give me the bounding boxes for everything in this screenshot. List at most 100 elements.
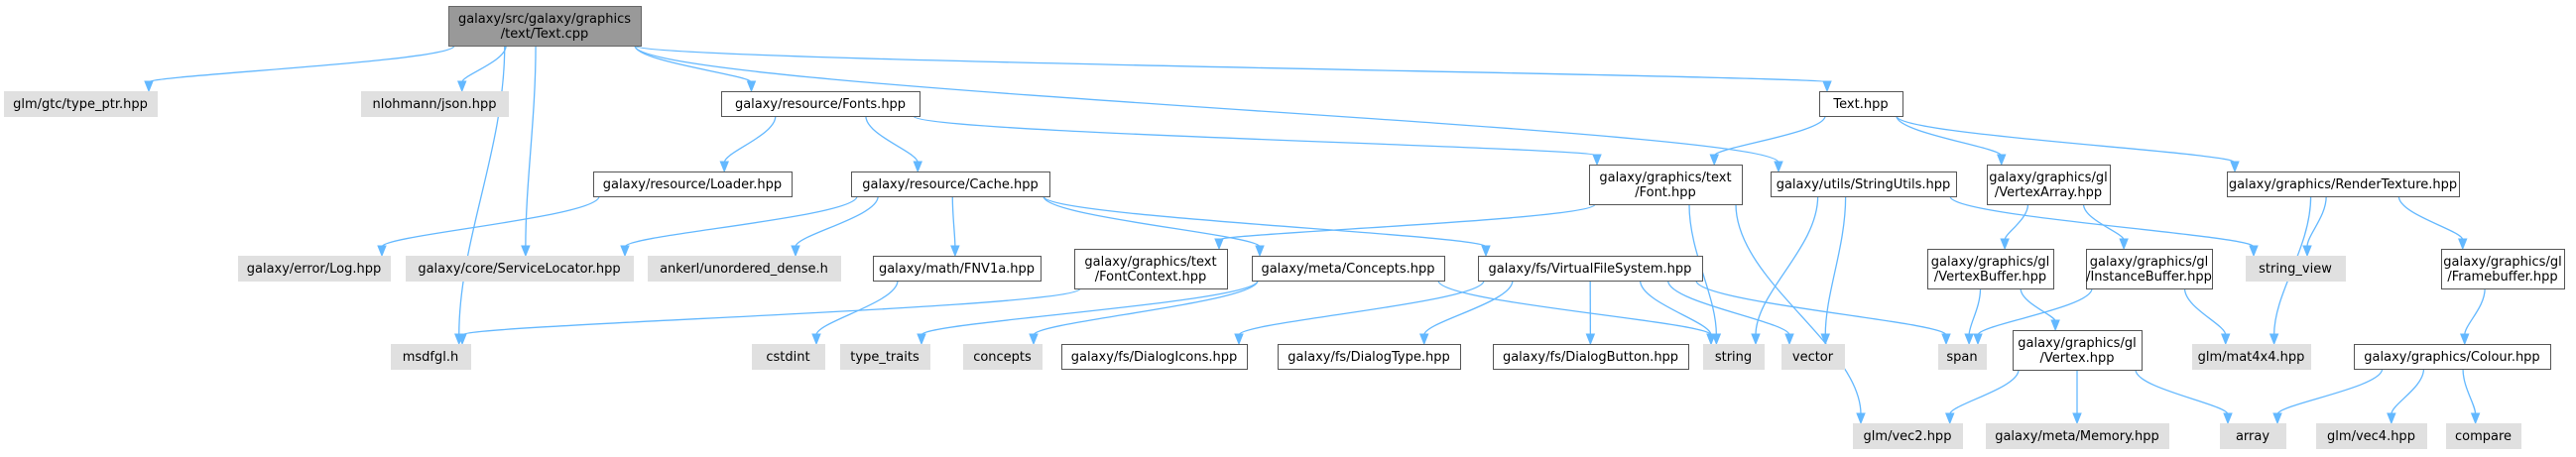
edge-res_cache-to-meta_concepts — [1043, 195, 1261, 248]
node-box — [391, 344, 471, 370]
node-root[interactable]: galaxy/src/galaxy/graphics/text/Text.cpp — [448, 6, 642, 47]
node-font_context[interactable]: galaxy/graphics/text/FontContext.hpp — [1074, 249, 1228, 289]
edge-fnv1a-to-cstdint — [815, 280, 899, 336]
edge-arrowhead — [811, 333, 821, 346]
node-text_hpp[interactable]: Text.hpp — [1819, 91, 1903, 117]
node-meta_concepts[interactable]: galaxy/meta/Concepts.hpp — [1252, 256, 1445, 282]
node-vertex_buffer[interactable]: galaxy/graphics/gl/VertexBuffer.hpp — [1927, 249, 2054, 289]
node-unordered_dense: ankerl/unordered_dense.h — [648, 256, 841, 282]
edge-arrowhead — [2460, 333, 2470, 346]
edge-meta_concepts-to-concepts — [1033, 280, 1259, 336]
node-label: /Vertex.hpp — [2039, 351, 2114, 366]
node-box — [1853, 423, 1963, 449]
edge-text_hpp-to-render_texture — [1896, 115, 2236, 164]
edge-vfs-to-span — [1695, 280, 1947, 336]
node-box — [1493, 344, 1689, 370]
node-box — [1074, 249, 1228, 289]
node-res_cache[interactable]: galaxy/resource/Cache.hpp — [851, 171, 1050, 197]
node-fnv1a[interactable]: galaxy/math/FNV1a.hpp — [873, 256, 1042, 282]
node-dialog_type[interactable]: galaxy/fs/DialogType.hpp — [1278, 344, 1461, 370]
edge-res_loader-to-error_log — [381, 195, 600, 248]
node-vertex_array[interactable]: galaxy/graphics/gl/VertexArray.hpp — [1987, 165, 2111, 205]
node-label: galaxy/graphics/gl — [1989, 171, 2107, 185]
edge-arrowhead — [1820, 333, 1830, 346]
edge-colour-to-vec4 — [2391, 368, 2425, 415]
node-label: type_traits — [850, 350, 920, 365]
edge-vfs-to-string — [1639, 280, 1712, 336]
node-label: galaxy/utils/StringUtils.hpp — [1777, 177, 1951, 192]
node-concepts: concepts — [963, 344, 1043, 370]
edge-arrowhead — [1822, 80, 1832, 93]
edge-font_context-to-msdfgl — [461, 287, 1081, 336]
node-box — [2227, 171, 2460, 197]
edge-colour-to-array — [2276, 368, 2384, 415]
node-label: galaxy/graphics/text — [1599, 171, 1731, 185]
edge-arrowhead — [2072, 412, 2082, 425]
node-string_utils[interactable]: galaxy/utils/StringUtils.hpp — [1771, 171, 1957, 197]
edge-text_hpp-to-vertex_array — [1896, 115, 2003, 157]
node-label: ankerl/unordered_dense.h — [660, 262, 828, 277]
node-label: galaxy/graphics/gl — [2443, 255, 2561, 270]
node-label: galaxy/fs/DialogType.hpp — [1288, 350, 1449, 365]
node-label: array — [2236, 429, 2269, 444]
node-render_texture[interactable]: galaxy/graphics/RenderTexture.hpp — [2227, 171, 2460, 197]
node-label: galaxy/graphics/RenderTexture.hpp — [2229, 177, 2457, 192]
node-res_loader[interactable]: galaxy/resource/Loader.hpp — [593, 171, 793, 197]
edge-root-to-string_utils — [634, 45, 1779, 164]
edge-arrowhead — [2470, 412, 2481, 425]
node-label: nlohmann/json.hpp — [373, 97, 497, 112]
node-box — [2192, 344, 2311, 370]
node-font_hpp[interactable]: galaxy/graphics/text/Font.hpp — [1589, 165, 1743, 205]
node-label: galaxy/fs/VirtualFileSystem.hpp — [1489, 262, 1692, 277]
node-label: /FontContext.hpp — [1095, 270, 1207, 285]
edge-arrowhead — [1774, 161, 1783, 173]
edge-vertex_buffer-to-span — [1968, 287, 1982, 336]
edge-arrowhead — [1214, 238, 1224, 251]
edge-vertex_hpp-to-vec2 — [1949, 369, 2020, 415]
node-label: galaxy/resource/Loader.hpp — [603, 177, 782, 192]
node-framebuffer[interactable]: galaxy/graphics/gl/Framebuffer.hpp — [2441, 249, 2565, 289]
node-label: galaxy/math/FNV1a.hpp — [879, 262, 1035, 277]
edge-text_hpp-to-font_hpp — [1713, 115, 1826, 157]
node-msdfgl: msdfgl.h — [391, 344, 471, 370]
edge-arrowhead — [2230, 161, 2240, 173]
node-box — [2441, 249, 2565, 289]
node-res_fonts[interactable]: galaxy/resource/Fonts.hpp — [721, 91, 920, 117]
node-label: galaxy/src/galaxy/graphics — [458, 12, 631, 27]
node-vfs[interactable]: galaxy/fs/VirtualFileSystem.hpp — [1478, 256, 1703, 282]
node-instance_buffer[interactable]: galaxy/graphics/gl/InstanceBuffer.hpp — [2086, 249, 2213, 289]
edge-arrowhead — [2458, 238, 2468, 251]
node-dialog_icons[interactable]: galaxy/fs/DialogIcons.hpp — [1061, 344, 1248, 370]
node-box — [448, 6, 642, 47]
edge-arrowhead — [1706, 333, 1716, 346]
node-dialog_button[interactable]: galaxy/fs/DialogButton.hpp — [1493, 344, 1689, 370]
node-label: /Framebuffer.hpp — [2447, 270, 2557, 285]
node-box — [752, 344, 825, 370]
node-span: span — [1938, 344, 1987, 370]
node-label: galaxy/fs/DialogIcons.hpp — [1071, 350, 1238, 365]
node-colour[interactable]: galaxy/graphics/Colour.hpp — [2354, 344, 2551, 370]
node-box — [1703, 344, 1765, 370]
node-label: galaxy/graphics/Colour.hpp — [2364, 350, 2539, 365]
edge-arrowhead — [1964, 333, 1974, 346]
node-label: string_view — [2259, 262, 2332, 277]
node-box — [963, 344, 1043, 370]
node-box — [1478, 256, 1703, 282]
edge-arrowhead — [1856, 412, 1866, 425]
node-vertex_hpp[interactable]: galaxy/graphics/gl/Vertex.hpp — [2013, 330, 2143, 371]
edge-arrowhead — [2302, 245, 2312, 258]
edge-arrowhead — [917, 333, 926, 346]
edge-font_hpp-to-font_context — [1218, 203, 1596, 241]
node-box — [1938, 344, 1987, 370]
edge-render_texture-to-framebuffer — [2397, 195, 2464, 241]
node-label: galaxy/meta/Memory.hpp — [1995, 429, 2159, 444]
edge-meta_concepts-to-string — [1437, 280, 1712, 336]
node-label: galaxy/resource/Fonts.hpp — [735, 97, 906, 112]
edge-instance_buffer-to-span — [1977, 287, 2093, 336]
edge-instance_buffer-to-mat4x4 — [2183, 287, 2227, 336]
node-label: vector — [1792, 350, 1834, 365]
edge-arrowhead — [1585, 333, 1596, 346]
node-label: /text/Text.cpp — [501, 27, 589, 42]
node-label: glm/gtc/type_ptr.hpp — [13, 97, 148, 112]
